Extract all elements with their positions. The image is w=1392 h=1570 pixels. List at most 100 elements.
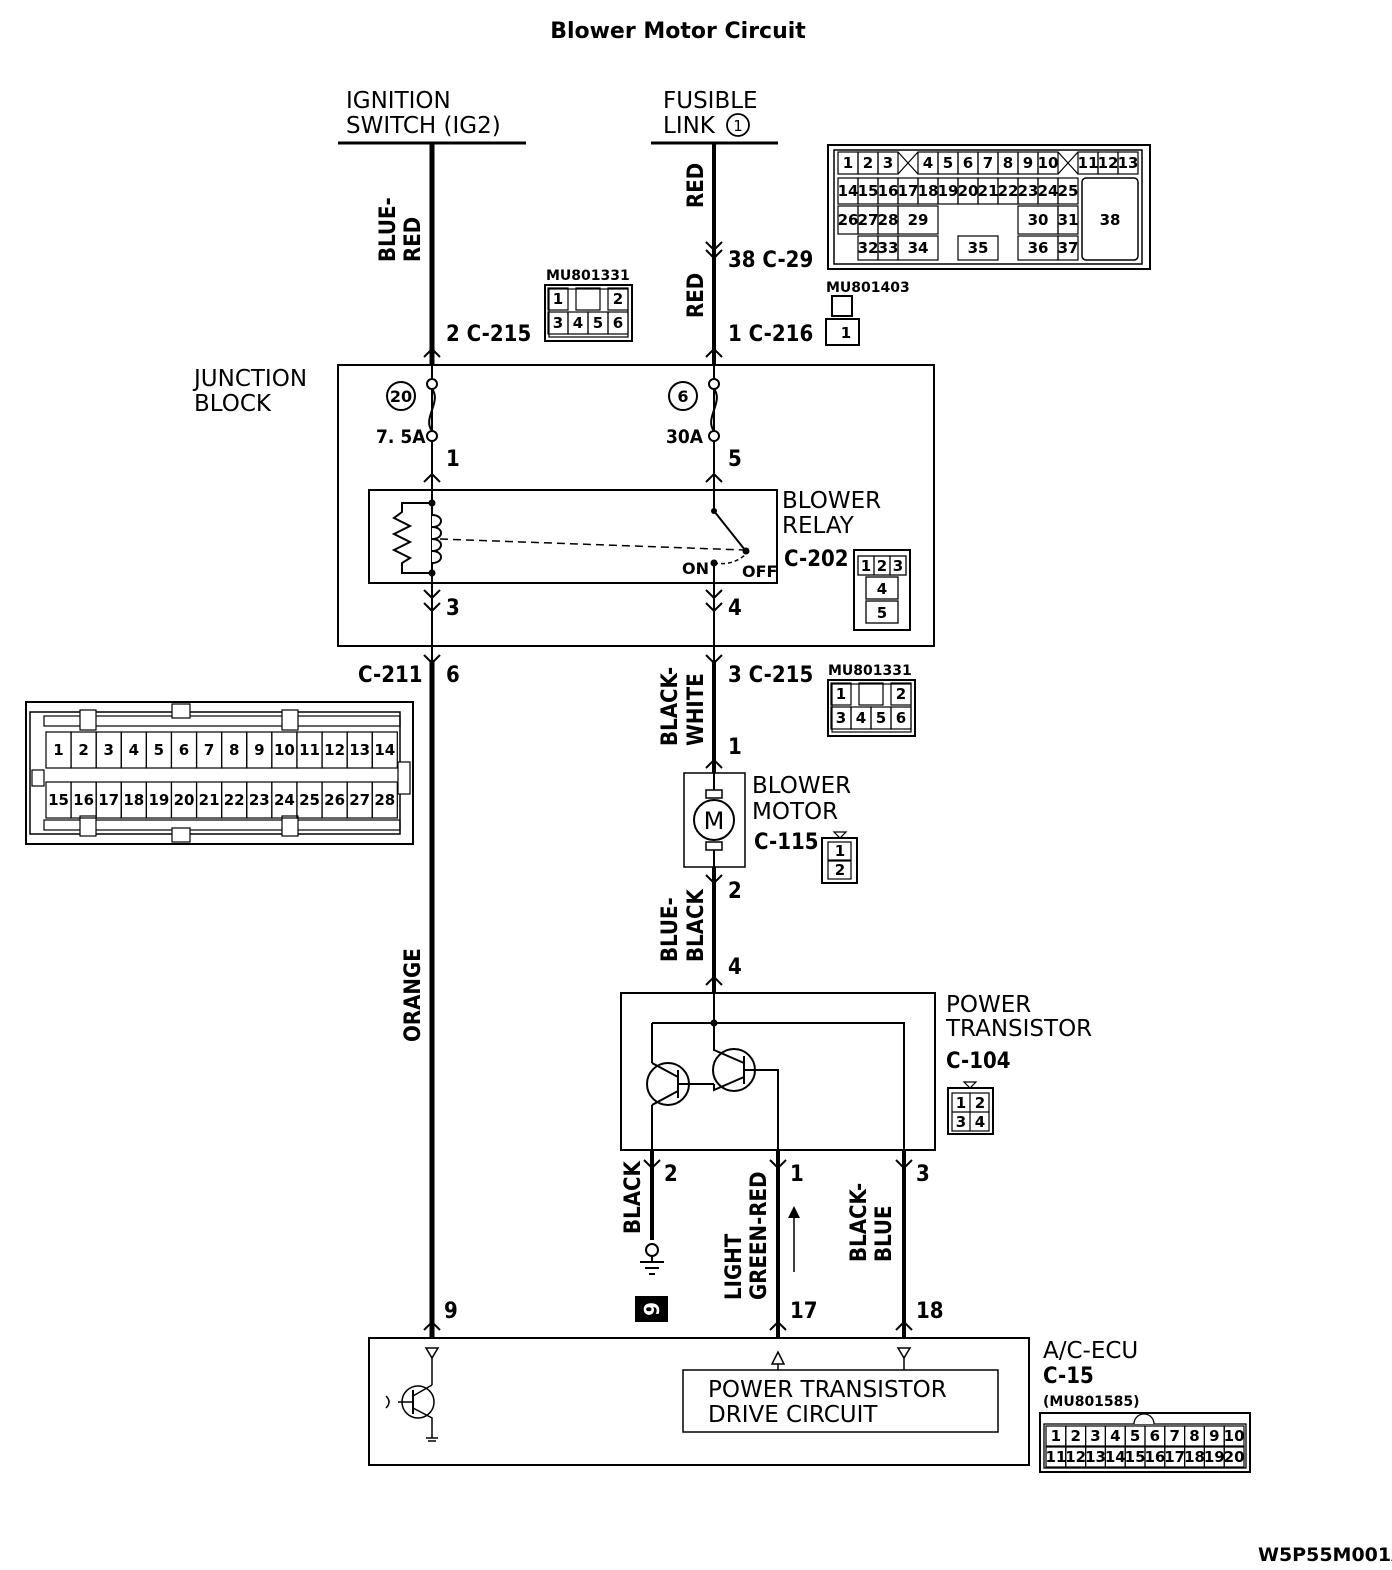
- svg-text:2: 2: [728, 879, 742, 904]
- connector-c216-pinout: [825, 295, 860, 346]
- c29-pin: 21: [978, 182, 999, 200]
- c15-pin: 14: [1105, 1448, 1126, 1466]
- c29-pin: 26: [838, 211, 859, 229]
- svg-text:9: 9: [444, 1299, 458, 1324]
- c211-pin: 23: [249, 791, 270, 809]
- c211-pin: 28: [374, 791, 395, 809]
- c215-pin: 2: [896, 685, 906, 703]
- c15-pin: 11: [1045, 1448, 1066, 1466]
- c15-pin: 2: [1070, 1427, 1080, 1445]
- c29-pin: 14: [838, 182, 859, 200]
- blower-motor: M 1 2 BLOWER MOTOR C-115 1 2: [683, 735, 858, 904]
- c211-pin: 27: [349, 791, 370, 809]
- c215-pin: 5: [876, 709, 886, 727]
- svg-text:LINK: LINK: [663, 113, 716, 139]
- svg-text:38 C-29: 38 C-29: [728, 248, 813, 273]
- c15-pin: 3: [1090, 1427, 1100, 1445]
- connector-c29-pinout: [827, 144, 1151, 270]
- c29-pin: 15: [858, 182, 879, 200]
- svg-text:IGNITION: IGNITION: [346, 88, 451, 114]
- svg-text:(MU801585): (MU801585): [1043, 1394, 1140, 1410]
- svg-text:POWER TRANSISTOR: POWER TRANSISTOR: [708, 1377, 947, 1403]
- c215-pin: 6: [896, 709, 906, 727]
- svg-text:BLOWER: BLOWER: [752, 773, 851, 799]
- svg-text:4: 4: [728, 596, 742, 621]
- junction-block: JUNCTION BLOCK 20 7. 5A 6 30A 1 5 3 4: [192, 364, 935, 647]
- c15-pin: 4: [1110, 1427, 1120, 1445]
- wire-labels: BLUE- RED RED RED BLACK- WHITE BLUE- BLA…: [376, 163, 897, 1300]
- c211-pin: 3: [103, 741, 113, 759]
- c15-pin: 12: [1065, 1448, 1086, 1466]
- c29-pin: 34: [908, 239, 929, 257]
- svg-text:C-15: C-15: [1043, 1364, 1094, 1389]
- c211-pin: 24: [274, 791, 295, 809]
- c211-pin: 22: [224, 791, 245, 809]
- svg-text:1: 1: [728, 735, 742, 760]
- c215-pin: 3: [836, 709, 846, 727]
- svg-text:1 C-216: 1 C-216: [728, 322, 813, 347]
- c29-pin: 18: [918, 182, 939, 200]
- c29-pin: 10: [1038, 154, 1059, 172]
- svg-text:A/C-ECU: A/C-ECU: [1043, 1338, 1138, 1364]
- svg-text:C-115: C-115: [754, 830, 819, 855]
- c29-pin: 31: [1058, 211, 1079, 229]
- fusible-link-source: FUSIBLE LINK 1: [651, 88, 778, 145]
- c15-pin: 1: [1051, 1427, 1061, 1445]
- c211-pin: 25: [299, 791, 320, 809]
- ground-symbol: 6: [635, 1243, 668, 1322]
- c215-pin: 5: [593, 314, 603, 332]
- svg-text:FUSIBLE: FUSIBLE: [663, 88, 758, 114]
- c211-pin: 9: [254, 741, 264, 759]
- svg-text:2: 2: [877, 557, 887, 575]
- svg-text:JUNCTION: JUNCTION: [192, 366, 307, 392]
- c29-pin: 9: [1023, 154, 1033, 172]
- wire-label-red-upper: RED: [684, 163, 709, 208]
- c29-pin: 20: [958, 182, 979, 200]
- svg-text:C-202: C-202: [784, 547, 849, 572]
- c15-pin: 18: [1184, 1448, 1205, 1466]
- svg-text:2 C-215: 2 C-215: [446, 322, 531, 347]
- c211-pin: 2: [78, 741, 88, 759]
- c29-pin: 2: [863, 154, 873, 172]
- wire-label-blue-red-1: BLUE-: [376, 197, 401, 262]
- c215-pin: 6: [613, 314, 623, 332]
- c29-pin: 16: [878, 182, 899, 200]
- svg-text:POWER: POWER: [946, 992, 1031, 1018]
- blower-relay: ON OFF BLOWER RELAY C-202 1 2 3 4 5: [368, 488, 911, 631]
- svg-text:BLOCK: BLOCK: [194, 391, 272, 417]
- c215-pin: 2: [613, 290, 623, 308]
- svg-text:20: 20: [390, 387, 412, 406]
- c29-pin: 19: [938, 182, 959, 200]
- c29-pin: 6: [963, 154, 973, 172]
- svg-text:1: 1: [835, 842, 845, 860]
- c211-pin: 16: [73, 791, 94, 809]
- c211-pin: 17: [98, 791, 119, 809]
- wire-label-red-lower: RED: [684, 273, 709, 318]
- c29-pin: 25: [1058, 182, 1079, 200]
- c211-pin: 19: [148, 791, 169, 809]
- c211-pin: 12: [324, 741, 345, 759]
- c15-pin: 8: [1189, 1427, 1199, 1445]
- connector-marks: [423, 241, 913, 1331]
- connector-labels: 38 C-29 2 C-215 1 C-216 C-211 6 3 C-215 …: [358, 248, 912, 688]
- svg-text:5: 5: [728, 447, 742, 472]
- c29-pin: 1: [843, 154, 853, 172]
- wire-label-black: BLACK: [621, 1160, 646, 1234]
- c211-pin: 26: [324, 791, 345, 809]
- c15-pin: 9: [1209, 1427, 1219, 1445]
- wire-label-light-green-red-1: LIGHT: [722, 1233, 747, 1300]
- c211-pin: 10: [274, 741, 295, 759]
- svg-text:3: 3: [916, 1162, 930, 1187]
- c29-pin: 24: [1038, 182, 1059, 200]
- c211-pin: 20: [174, 791, 195, 809]
- svg-text:MOTOR: MOTOR: [752, 799, 838, 825]
- c211-pin: 18: [123, 791, 144, 809]
- c29-pin: 5: [943, 154, 953, 172]
- c211-pin: 1: [53, 741, 63, 759]
- svg-text:RELAY: RELAY: [782, 513, 855, 539]
- c15-pin: 16: [1144, 1448, 1165, 1466]
- wire-label-blue-black-1: BLUE-: [658, 897, 683, 962]
